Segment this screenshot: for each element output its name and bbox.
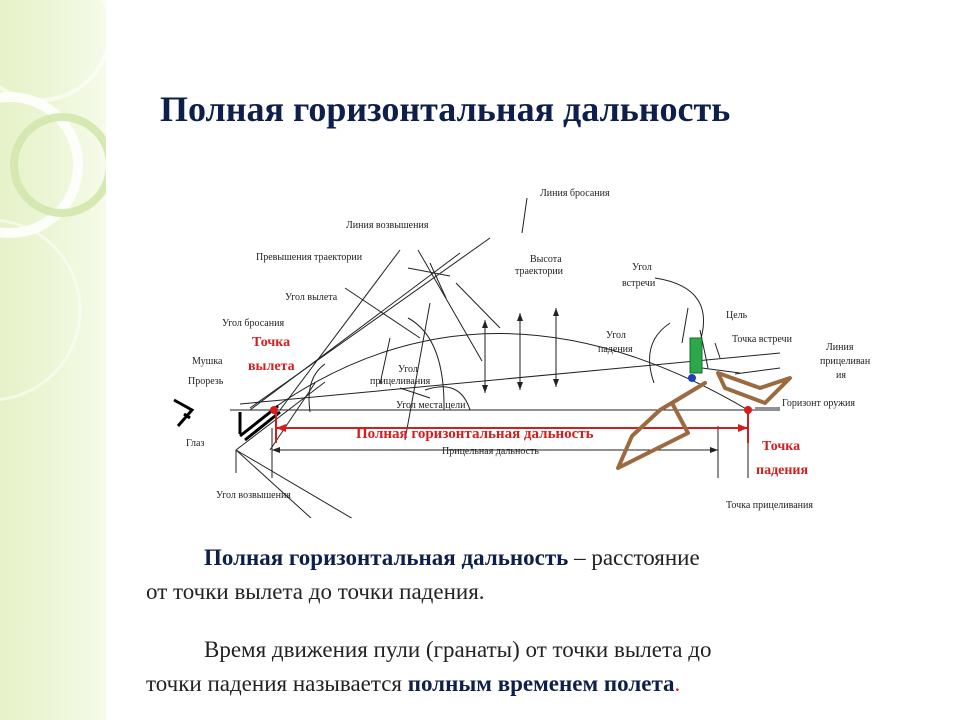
eye-icon <box>173 398 195 427</box>
label-aiming-angle-1: Угол <box>398 364 418 375</box>
fall-point-marker <box>744 406 752 414</box>
label-full-range: Полная горизонтальная дальность <box>356 426 594 442</box>
flight-time-line-1: Время движения пули (гранаты) от точки в… <box>204 637 712 662</box>
page-title: Полная горизонтальная дальность <box>160 89 731 129</box>
label-traj-excess: Превышения траектории <box>256 252 363 263</box>
definition-rest-2: от точки вылета до точки падения. <box>146 579 485 604</box>
departure-point-marker <box>270 406 278 414</box>
label-fall-angle-1: Угол <box>606 330 626 341</box>
decorative-sidebar <box>0 0 106 720</box>
label-aim-line-3: ия <box>836 370 846 381</box>
label-departure-point-2: вылета <box>248 359 295 374</box>
full-range-arrow <box>275 411 749 443</box>
label-meet-angle-1: Угол <box>632 262 652 273</box>
flight-time-end: . <box>674 671 681 696</box>
vertical-range-line <box>269 382 316 451</box>
label-aiming-angle-2: прицеливания <box>370 376 431 387</box>
flight-time-paragraph: Время движения пули (гранаты) от точки в… <box>146 633 916 701</box>
ballistics-diagram: Линия бросания Линия возвышения Превышен… <box>173 188 871 518</box>
label-line-throw: Линия бросания <box>540 188 610 199</box>
label-meet-point: Точка встречи <box>732 334 793 345</box>
definition-rest-1: – расстояние <box>568 545 700 570</box>
hand-drawn-overlay <box>616 371 792 470</box>
label-fall-point-2: падения <box>756 463 808 478</box>
label-aim-line-2: прицеливан <box>820 356 871 367</box>
label-weapon-horizon: Горизонт оружия <box>782 398 855 409</box>
label-throw-angle: Угол бросания <box>222 318 284 329</box>
label-target: Цель <box>726 310 748 321</box>
decorative-circles <box>0 0 106 401</box>
label-traj-height-1: Высота <box>530 254 562 265</box>
definition-term: Полная горизонтальная дальность <box>204 545 569 570</box>
definition-paragraph: Полная горизонтальная дальность – рассто… <box>146 541 916 609</box>
target-marker <box>689 337 703 374</box>
label-eye: Глаз <box>186 438 204 449</box>
trajectory-curve <box>273 333 749 411</box>
flight-time-term: полным временем полета <box>407 671 675 696</box>
label-line-elevation: Линия возвышения <box>346 220 429 231</box>
label-front-sight: Мушка <box>192 356 223 367</box>
label-traj-height-2: траектории <box>515 266 564 277</box>
label-departure-point-1: Точка <box>252 335 290 350</box>
elevation-line <box>249 252 461 411</box>
label-meet-angle-2: встречи <box>622 278 656 289</box>
label-departure-angle: Угол вылета <box>285 292 338 303</box>
label-rear-sight: Прорезь <box>188 376 224 387</box>
label-aim-range: Прицельная дальность <box>442 446 539 457</box>
label-target-elev-angle: Угол места цели <box>396 400 466 411</box>
label-fall-point-1: Точка <box>762 439 800 454</box>
label-elevation-angle: Угол возвышения <box>216 490 291 501</box>
flight-time-line-2: точки падения называется <box>146 671 408 696</box>
meet-point-marker <box>688 374 696 382</box>
label-aim-point: Точка прицеливания <box>726 500 813 511</box>
label-fall-angle-2: падения <box>598 344 633 355</box>
label-aim-line-1: Линия <box>826 342 854 353</box>
